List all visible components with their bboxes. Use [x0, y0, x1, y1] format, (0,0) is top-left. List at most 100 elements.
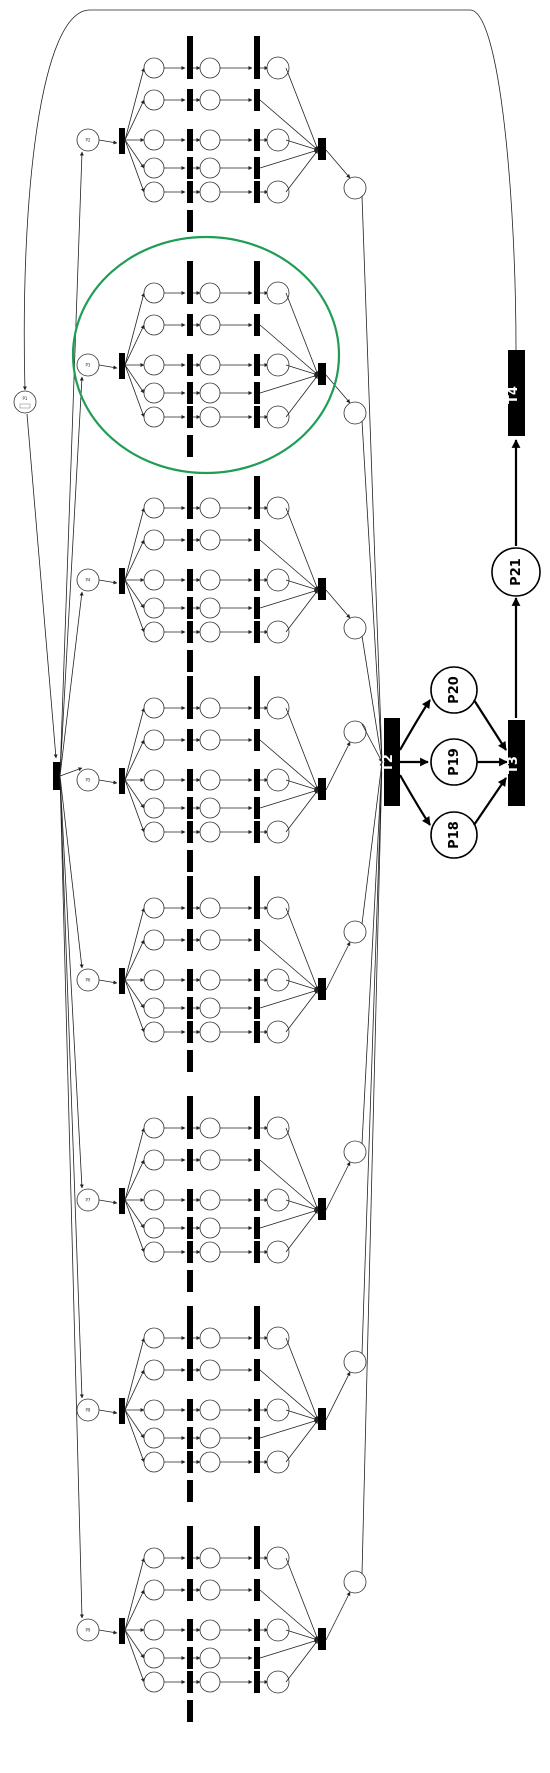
- module-2-transition-a0: [187, 282, 193, 304]
- place-p18: [430, 811, 478, 859]
- module-4-place-b0: [199, 697, 221, 719]
- arc-split-branch-4-4: [124, 779, 145, 833]
- module-1-collector-place: [343, 176, 367, 200]
- module-6-entry-label: P7: [86, 1198, 91, 1203]
- module-5-transition-a3: [187, 997, 193, 1019]
- module-3-place-c4: [266, 620, 290, 644]
- module-5-place-b0: [199, 897, 221, 919]
- module-3-place-a4: [143, 621, 165, 643]
- module-5-split-transition: [119, 968, 125, 994]
- module-7-collector-place: [343, 1350, 367, 1374]
- module-7-place-a2: [143, 1399, 165, 1421]
- module-7-transition-b0: [254, 1327, 260, 1349]
- arc-t-join-4-1: [259, 739, 319, 791]
- module-8-place-a3: [143, 1647, 165, 1669]
- module-1-place-a0: [143, 57, 165, 79]
- module-6-transition-b2: [254, 1189, 260, 1211]
- arc-c-join-7-0: [285, 1337, 319, 1421]
- module-5-transition-top2: [254, 876, 260, 898]
- module-5-place-a3: [143, 997, 165, 1019]
- module-8-place-c2: [266, 1618, 290, 1642]
- arc-collector-t2-5: [361, 761, 384, 925]
- module-2-place-c4: [266, 405, 290, 429]
- module-7-place-a3: [143, 1427, 165, 1449]
- arc-split-branch-4-3: [124, 779, 145, 809]
- module-2-entry-label: P3: [86, 363, 91, 368]
- arc-t-join-3-3: [259, 589, 319, 609]
- module-5-join-transition: [318, 978, 326, 1000]
- module-8-transition-bottom: [187, 1700, 193, 1722]
- arc-t-join-6-3: [259, 1209, 319, 1229]
- module-1-place-b0: [199, 57, 221, 79]
- module-6-transition-a1: [187, 1149, 193, 1171]
- arc-t-join-8-1: [259, 1589, 319, 1641]
- module-6-place-a2: [143, 1189, 165, 1211]
- place-p20-label: P20: [447, 676, 462, 704]
- module-8-place-b0: [199, 1547, 221, 1569]
- arc-split-branch-4-1: [124, 739, 145, 781]
- module-4-place-b3: [199, 797, 221, 819]
- module-6-transition-top: [187, 1096, 193, 1118]
- module-3-place-b4: [199, 621, 221, 643]
- arc-join-collector-7: [325, 1371, 351, 1421]
- module-7-transition-b1: [254, 1359, 260, 1381]
- arc-split-branch-7-1: [124, 1369, 145, 1411]
- module-3-transition-a3: [187, 597, 193, 619]
- module-4-transition-b1: [254, 729, 260, 751]
- arc-split-branch-7-4: [124, 1409, 145, 1463]
- arc-collector-t2-1: [361, 195, 384, 763]
- transition-t4-label: T4: [506, 386, 521, 404]
- arc-split-branch-6-3: [124, 1199, 145, 1229]
- arc-t-join-8-3: [259, 1639, 319, 1659]
- module-2-place-b4: [199, 406, 221, 428]
- module-6-transition-b3: [254, 1217, 260, 1239]
- module-2-place-b0: [199, 282, 221, 304]
- place-p21: [491, 547, 541, 597]
- module-8-join-transition: [318, 1628, 326, 1650]
- arc-c-join-4-4: [285, 789, 319, 833]
- module-8-place-c4: [266, 1670, 290, 1694]
- module-7-transition-b4: [254, 1451, 260, 1473]
- module-8-transition-b1: [254, 1579, 260, 1601]
- module-2-place-a3: [143, 382, 165, 404]
- place-p20: [430, 666, 478, 714]
- module-1-place-b4: [199, 181, 221, 203]
- module-1-place-b2: [199, 129, 221, 151]
- arc-t1-module-1: [59, 151, 84, 777]
- module-3-place-a0: [143, 497, 165, 519]
- module-1-transition-b2: [254, 129, 260, 151]
- module-2-transition-b0: [254, 282, 260, 304]
- module-6-join-transition: [318, 1198, 326, 1220]
- arc-split-branch-7-3: [124, 1409, 145, 1439]
- module-7-place-b3: [199, 1427, 221, 1449]
- module-1-transition-a4: [187, 181, 193, 203]
- module-4-transition-b4: [254, 821, 260, 843]
- module-8-place-a4: [143, 1671, 165, 1693]
- module-4-transition-b0: [254, 697, 260, 719]
- arc-split-branch-3-0: [124, 507, 146, 581]
- arc-t1-module-4: [59, 767, 83, 777]
- module-6-transition-a2: [187, 1189, 193, 1211]
- module-6-collector-place: [343, 1140, 367, 1164]
- module-5-place-a0: [143, 897, 165, 919]
- module-4-transition-a4: [187, 821, 193, 843]
- module-3-transition-b3: [254, 597, 260, 619]
- module-2-join-transition: [318, 363, 326, 385]
- module-7-place-c4: [266, 1450, 290, 1474]
- arc-c-join-7-2: [285, 1409, 319, 1421]
- module-1-place-b3: [199, 157, 221, 179]
- arc-c-join-8-4: [285, 1639, 319, 1683]
- module-2-transition-b4: [254, 406, 260, 428]
- module-5-entry-label: P6: [86, 978, 91, 983]
- module-1-transition-b4: [254, 181, 260, 203]
- module-7-transition-top2: [254, 1306, 260, 1328]
- module-6-place-b2: [199, 1189, 221, 1211]
- module-4-place-b2: [199, 769, 221, 791]
- module-6-transition-bottom: [187, 1270, 193, 1292]
- module-5-transition-a2: [187, 969, 193, 991]
- module-1-transition-bottom: [187, 210, 193, 232]
- module-1-split-transition: [119, 128, 125, 154]
- module-1-transition-a0: [187, 57, 193, 79]
- arc-t-join-6-1: [259, 1159, 319, 1211]
- module-7-transition-a4: [187, 1451, 193, 1473]
